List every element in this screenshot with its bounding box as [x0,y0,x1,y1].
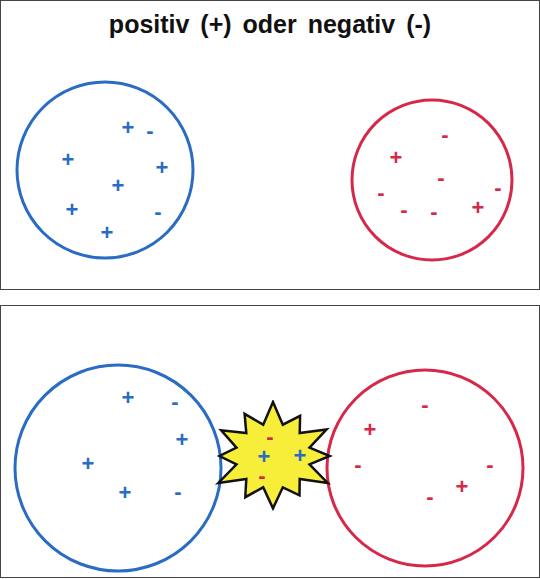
charge-sign: - [400,199,407,221]
charge-sign: - [494,177,501,199]
charge-sign: - [354,454,361,476]
charge-sign: - [171,391,178,413]
circle-outline [13,363,223,573]
charge-sign: + [82,453,95,475]
charge-sign: - [174,481,181,503]
negative-circle: -+-----+ [350,98,514,262]
charge-sign: + [66,199,79,221]
charge-sign: - [266,426,273,448]
charge-sign: + [294,445,307,467]
charge-sign: - [441,124,448,146]
charge-sign: + [156,157,169,179]
positive-circle: +-++++-+ [15,80,195,260]
burst-outline [218,402,329,508]
title: positiv (+) oder negativ (-) [0,10,540,39]
charge-sign: + [112,175,125,197]
circle-line [327,370,523,566]
charge-sign: - [377,182,384,204]
bottom-panel [1,306,540,578]
charge-sign: - [437,167,444,189]
charge-sign: + [472,197,485,219]
charge-sign: + [122,387,135,409]
charge-sign: + [390,147,403,169]
top-panel [1,1,540,290]
circle-line [352,100,512,260]
circle-line [17,82,193,258]
negative-circle: -+--+- [325,368,525,568]
charge-sign: - [146,120,153,142]
circle-outline [350,98,514,262]
charge-sign: - [430,201,437,223]
charge-sign: - [154,201,161,223]
collision-burst: -++- [208,400,338,512]
charge-sign: + [119,482,132,504]
circle-line [15,365,221,571]
charge-sign: + [101,222,114,244]
charge-sign: - [426,486,433,508]
positive-circle: + - + + - + [13,363,223,573]
charge-sign: + [456,476,469,498]
charge-sign: - [258,465,265,487]
burst-shape [208,400,338,512]
charge-sign: - [486,454,493,476]
charge-sign: + [176,429,189,451]
charge-sign: + [122,117,135,139]
charge-sign: - [421,394,428,416]
charge-sign: + [62,149,75,171]
charge-sign: + [364,419,377,441]
